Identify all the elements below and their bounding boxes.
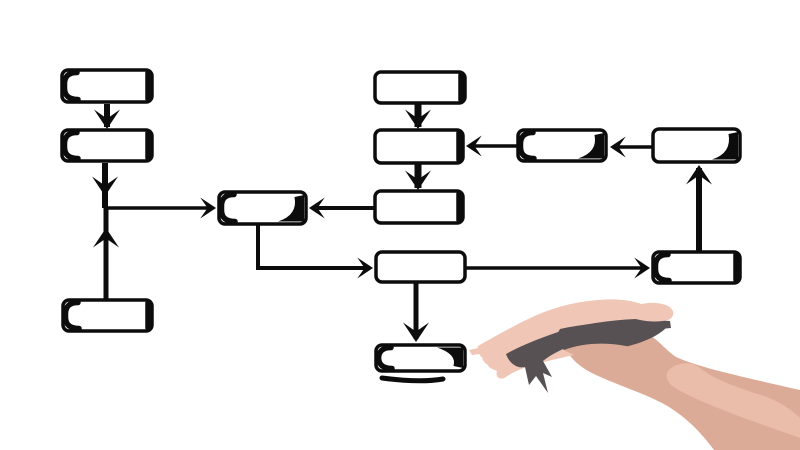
flowchart-box-mid-right xyxy=(516,128,608,163)
connector-center-4-to-center-bottom xyxy=(403,283,429,342)
arrowhead xyxy=(405,170,431,190)
flowchart-box-center-2 xyxy=(373,128,465,165)
arrowhead xyxy=(610,136,626,158)
connector-mid-left-elbow-to-center-4 xyxy=(256,225,373,279)
arrowhead xyxy=(357,257,373,279)
flowchart-box-center-top xyxy=(373,70,467,105)
flowchart-box-right-bottom xyxy=(651,250,742,285)
forearm-highlight xyxy=(666,363,800,438)
fingertip-streak xyxy=(469,343,502,355)
connector-junction-to-mid-left xyxy=(105,197,216,219)
connector-center-3-to-mid-left xyxy=(309,197,375,219)
arrowhead xyxy=(634,257,650,279)
connector-right-bottom-to-right-top xyxy=(686,165,712,251)
arrowhead xyxy=(686,165,712,185)
connector-center-top-to-center-2 xyxy=(405,104,431,129)
arrowhead xyxy=(92,176,118,196)
box-shadow-stroke xyxy=(379,375,446,384)
flowchart-box-left-bottom xyxy=(61,298,154,333)
connector-left-2-down-to-junction xyxy=(92,163,118,208)
arrowhead xyxy=(93,228,119,248)
arrowhead xyxy=(466,135,482,157)
thumb xyxy=(625,302,674,322)
connector-left-bottom-up-to-junction xyxy=(93,208,119,300)
flowchart-boxes-layer xyxy=(60,68,742,384)
connector-right-top-to-mid-right xyxy=(610,136,652,158)
flowchart-box-right-top xyxy=(651,127,742,164)
connector-mid-right-to-center-2 xyxy=(466,135,517,157)
arrowhead xyxy=(200,197,216,219)
arrowhead xyxy=(309,197,325,219)
arrowhead xyxy=(94,109,120,129)
flowchart-box-center-bottom xyxy=(374,343,467,384)
flowchart-box-center-3 xyxy=(373,189,465,225)
flowchart-box-left-2 xyxy=(60,128,154,163)
gripping-finger xyxy=(564,343,660,368)
flowchart-box-center-4 xyxy=(374,250,467,284)
connector-top-left-to-left-2 xyxy=(94,104,120,129)
connector-center-4-to-right-bottom xyxy=(466,257,650,279)
flowchart-box-mid-left xyxy=(217,190,308,226)
pen xyxy=(506,319,671,393)
connector-arrows-layer xyxy=(92,104,712,342)
hand-holding-pen xyxy=(469,299,800,450)
arrowhead xyxy=(405,109,431,129)
flowchart-box-top-left xyxy=(60,68,154,104)
arrowhead xyxy=(403,322,429,342)
connector-center-2-to-center-3 xyxy=(405,164,431,190)
